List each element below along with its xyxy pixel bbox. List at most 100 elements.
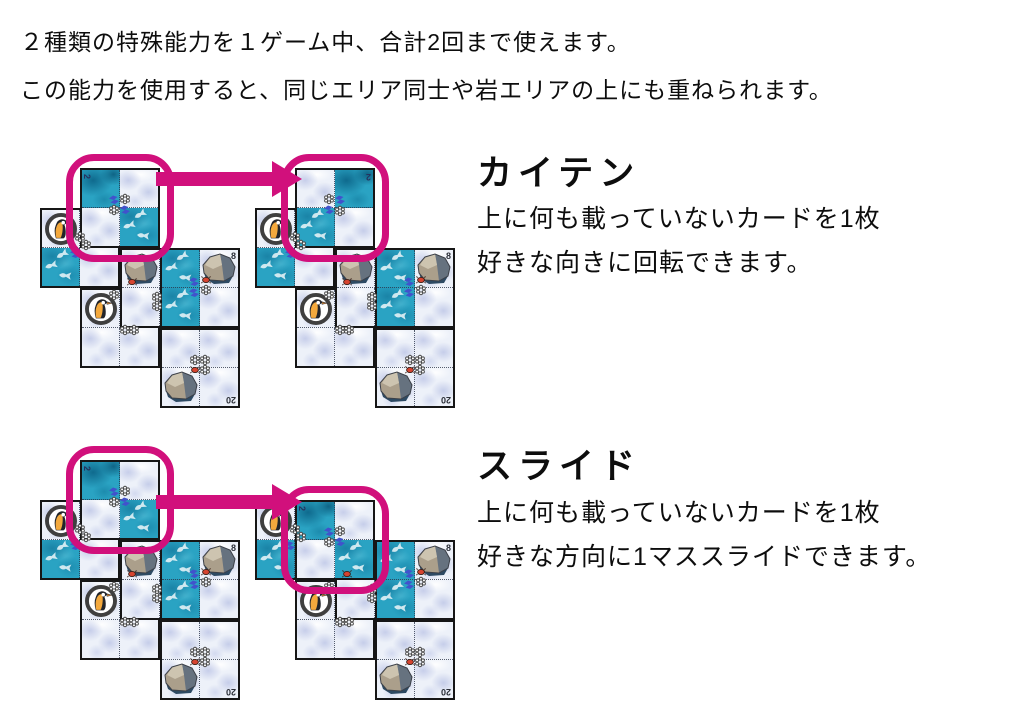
fish-icon — [258, 551, 274, 564]
tile-ice-rock — [377, 368, 415, 406]
tile-sea-fish — [377, 580, 415, 618]
tile-sea-waves — [82, 170, 120, 208]
tile-ice — [415, 660, 453, 698]
fish-icon — [163, 299, 179, 312]
tile-ice-rock — [162, 368, 200, 406]
fish-icon — [178, 310, 193, 320]
tile-ice — [377, 622, 415, 660]
tile-ice — [122, 580, 160, 618]
tile-ice — [415, 622, 453, 660]
tile-ice — [200, 330, 238, 368]
tile-ice — [415, 368, 453, 406]
rock-icon — [416, 252, 452, 285]
tile-sea-fish — [162, 580, 200, 618]
tile-ice — [297, 620, 335, 658]
tile-sea-fish — [162, 250, 200, 288]
rock-icon — [416, 544, 452, 577]
fish-icon — [174, 580, 191, 594]
fish-icon — [174, 250, 191, 264]
tile-ice — [337, 288, 375, 326]
tile-ice — [415, 330, 453, 368]
fish-icon — [43, 259, 59, 272]
card-E1: 8 — [160, 540, 240, 620]
fish-icon — [178, 564, 193, 574]
tile-ice — [162, 330, 200, 368]
tile-sea-fish — [377, 288, 415, 326]
rock-icon — [163, 662, 199, 695]
fish-icon — [389, 580, 406, 594]
fish-icon — [163, 591, 179, 604]
section-title-kaiten: カイテン — [477, 154, 641, 193]
tile-ice — [120, 620, 158, 658]
tile-sea-fish — [42, 540, 80, 578]
tile-ice-rock — [415, 250, 453, 288]
fish-icon — [393, 564, 408, 574]
tile-ice — [162, 622, 200, 660]
fish-icon — [54, 248, 71, 262]
penguin-icon — [84, 292, 118, 326]
tile-sea-fish — [162, 288, 200, 326]
card-E2: 20 — [375, 620, 455, 700]
fish-icon — [54, 540, 71, 554]
tile-ice — [200, 660, 238, 698]
tile-ice — [200, 580, 238, 618]
fish-icon — [273, 270, 288, 280]
rock-icon — [378, 662, 414, 695]
fish-icon — [178, 272, 193, 282]
fish-icon — [258, 259, 274, 272]
rock-icon — [378, 370, 414, 403]
tile-sea-fish — [297, 208, 335, 246]
fish-icon — [389, 250, 406, 264]
card-A: 2 — [80, 168, 160, 248]
fish-icon — [393, 602, 408, 612]
fish-icon — [393, 310, 408, 320]
highlight-frame — [66, 154, 174, 262]
tile-ice — [200, 622, 238, 660]
tile-sea-fish — [162, 542, 200, 580]
highlight-frame — [281, 486, 389, 594]
kaiten-arrow — [156, 161, 302, 197]
tile-ice — [82, 620, 120, 658]
tile-ice — [200, 288, 238, 326]
penguin-icon — [84, 584, 118, 618]
tile-ice — [415, 288, 453, 326]
tile-ice — [82, 328, 120, 366]
tile-ice-rock — [377, 660, 415, 698]
fish-icon — [389, 542, 406, 556]
card-E2: 20 — [160, 328, 240, 408]
tile-ice — [377, 330, 415, 368]
fish-icon — [393, 272, 408, 282]
fish-icon — [389, 288, 406, 302]
rock-icon — [201, 252, 237, 285]
kaiten-desc-line-2: 好きな向きに回転できます。 — [477, 249, 813, 277]
fish-icon — [378, 261, 394, 274]
fish-icon — [269, 248, 286, 262]
section-title-slide: スライド — [477, 447, 642, 486]
card-E1: 8 — [160, 248, 240, 328]
tile-ice — [80, 540, 118, 578]
card-E2: 20 — [375, 328, 455, 408]
intro-line-2: この能力を使用すると、同じエリア同士や岩エリアの上にも重ねられます。 — [20, 77, 833, 103]
tile-ice — [335, 620, 373, 658]
rock-icon — [163, 370, 199, 403]
penguin-icon — [299, 292, 333, 326]
tile-ice — [415, 580, 453, 618]
fish-icon — [378, 299, 394, 312]
tile-sea-fish — [377, 250, 415, 288]
fish-icon — [174, 542, 191, 556]
fish-icon — [174, 288, 191, 302]
tile-ice-penguin — [82, 290, 120, 328]
highlight-frame — [281, 154, 389, 262]
tile-ice-penguin — [297, 290, 335, 328]
tile-ice-rock — [162, 660, 200, 698]
tile-ice — [297, 328, 335, 366]
slide-desc-line-1: 上に何も載っていないカードを1枚 — [477, 499, 881, 527]
tile-ice — [122, 288, 160, 326]
tile-ice-rock — [200, 250, 238, 288]
fish-icon — [178, 602, 193, 612]
fish-icon — [43, 551, 59, 564]
